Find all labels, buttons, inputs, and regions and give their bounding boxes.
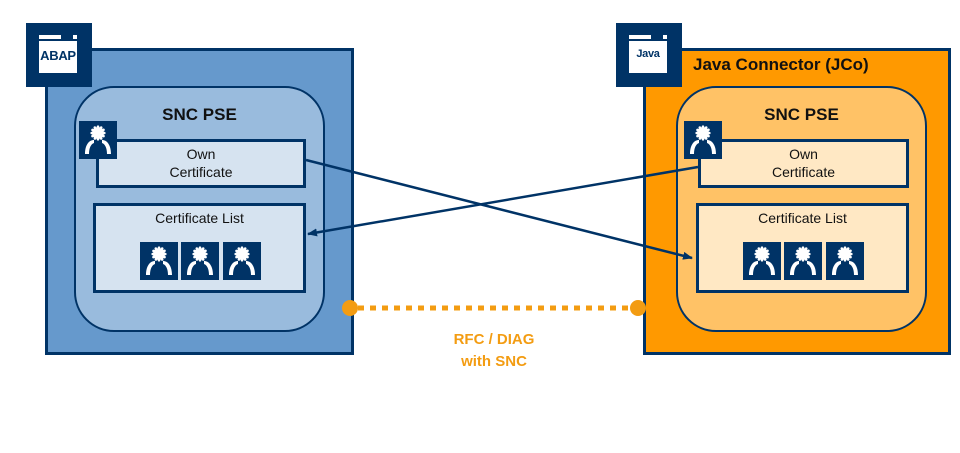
connection-endpoint-left <box>342 300 358 316</box>
abap-badge: ABAP <box>26 23 92 87</box>
own-label-line1: Own <box>789 146 818 162</box>
connection-endpoint-right <box>630 300 646 316</box>
certificate-icon <box>181 242 219 280</box>
java-own-certificate-box <box>698 139 909 188</box>
document-icon: Java <box>629 35 667 73</box>
arrow-java-own-to-abap-list <box>307 165 699 237</box>
java-own-certificate-label: Own Certificate <box>698 145 909 181</box>
certificate-icon <box>784 242 822 280</box>
abap-badge-label: ABAP <box>40 48 76 63</box>
certificate-icon <box>743 242 781 280</box>
own-label-line1: Own <box>186 146 216 162</box>
java-connector-title: Java Connector (JCo) <box>693 55 869 74</box>
java-certificate-list-title: Certificate List <box>758 210 847 226</box>
abap-certificate-list-title: Certificate List <box>155 210 244 226</box>
document-icon: ABAP <box>39 35 77 73</box>
own-label-line2: Certificate <box>169 164 233 180</box>
certificate-icon <box>826 242 864 280</box>
arrow-abap-own-to-java-list <box>305 158 693 260</box>
abap-pse-title: SNC PSE <box>162 105 237 124</box>
own-label-line2: Certificate <box>771 164 836 180</box>
abap-own-certificate-box <box>96 139 306 188</box>
connection-label-line1: RFC / DIAG <box>453 331 535 348</box>
java-badge-label: Java <box>636 48 660 60</box>
abap-own-certificate-label: Own Certificate <box>96 145 306 181</box>
certificate-icon <box>684 121 722 159</box>
java-pse-title: SNC PSE <box>764 105 839 124</box>
java-badge: Java <box>616 23 682 87</box>
certificate-icon <box>223 242 261 280</box>
connection-label-line2: with SNC <box>461 353 527 370</box>
certificate-icon <box>79 121 117 159</box>
certificate-icon <box>140 242 178 280</box>
